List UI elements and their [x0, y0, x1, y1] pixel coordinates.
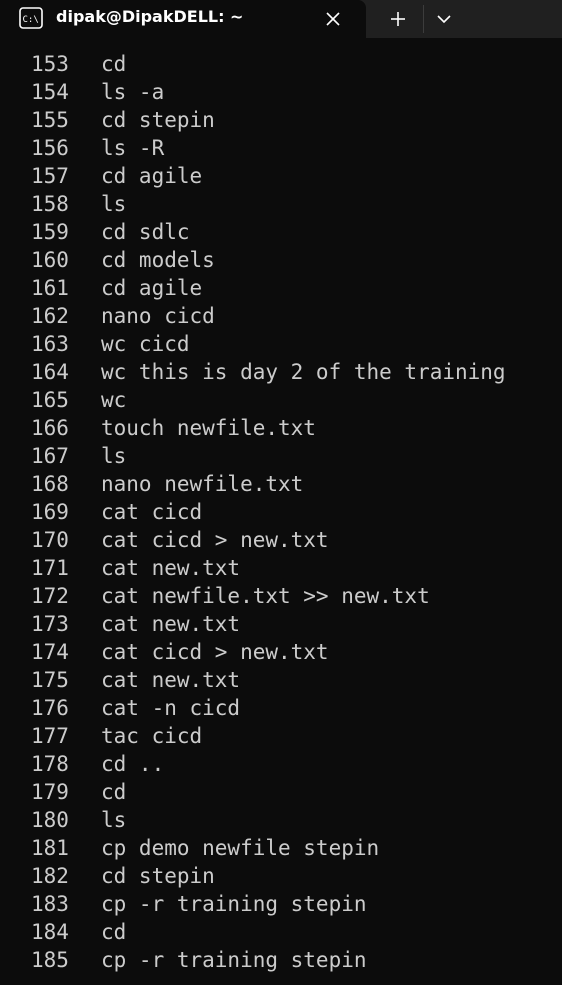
- history-number: 160: [31, 248, 69, 272]
- history-number: 159: [31, 220, 69, 244]
- history-command: cat -n cicd: [101, 696, 241, 720]
- close-icon[interactable]: [318, 4, 348, 34]
- history-command: ls -R: [101, 136, 165, 160]
- history-command: cat cicd > new.txt: [101, 528, 329, 552]
- history-command: cat cicd > new.txt: [101, 640, 329, 664]
- history-number: 153: [31, 52, 69, 76]
- svg-text:C:\: C:\: [23, 15, 39, 25]
- history-command: nano newfile.txt: [101, 472, 304, 496]
- history-number: 178: [31, 752, 69, 776]
- history-command: ls: [101, 808, 127, 832]
- history-number: 155: [31, 108, 69, 132]
- terminal-output[interactable]: 153 cd 154 ls -a 155 cd stepin 156 ls -R 157 cd a…: [0, 38, 562, 985]
- history-number: 168: [31, 472, 69, 496]
- history-command: tac cicd: [101, 724, 203, 748]
- history-number: 176: [31, 696, 69, 720]
- history-command: cd stepin: [101, 108, 215, 132]
- history-number: 174: [31, 640, 69, 664]
- history-number: 182: [31, 864, 69, 888]
- history-command: touch newfile.txt: [101, 416, 316, 440]
- history-command: ls: [101, 192, 127, 216]
- history-number: 166: [31, 416, 69, 440]
- history-number: 165: [31, 388, 69, 412]
- history-number: 181: [31, 836, 69, 860]
- history-command: cd: [101, 780, 127, 804]
- history-command: cd: [101, 52, 127, 76]
- history-command: cd: [101, 920, 127, 944]
- history-number: 180: [31, 808, 69, 832]
- history-number: 184: [31, 920, 69, 944]
- tab-divider: [423, 5, 424, 33]
- title-bar: C:\ dipak@DipakDELL: ~: [0, 0, 562, 38]
- history-number: 161: [31, 276, 69, 300]
- history-number: 170: [31, 528, 69, 552]
- history-number: 158: [31, 192, 69, 216]
- history-number: 172: [31, 584, 69, 608]
- history-number: 157: [31, 164, 69, 188]
- history-command: cat new.txt: [101, 556, 241, 580]
- tab-title: dipak@DipakDELL: ~: [56, 7, 244, 26]
- history-number: 179: [31, 780, 69, 804]
- history-number: 175: [31, 668, 69, 692]
- history-command: cat new.txt: [101, 612, 241, 636]
- history-command: cd sdlc: [101, 220, 190, 244]
- history-command: cd ..: [101, 752, 165, 776]
- history-number: 183: [31, 892, 69, 916]
- history-command: ls -a: [101, 80, 165, 104]
- history-number: 171: [31, 556, 69, 580]
- history-command: cd agile: [101, 164, 203, 188]
- history-command: cd stepin: [101, 864, 215, 888]
- history-command: wc cicd: [101, 332, 190, 356]
- history-command: wc this is day 2 of the training: [101, 360, 506, 384]
- history-number: 177: [31, 724, 69, 748]
- history-command: cp -r training stepin: [101, 892, 367, 916]
- history-command: cat newfile.txt >> new.txt: [101, 584, 430, 608]
- history-number: 163: [31, 332, 69, 356]
- history-command: ls: [101, 444, 127, 468]
- history-number: 156: [31, 136, 69, 160]
- history-number: 185: [31, 948, 69, 972]
- history-command: cp demo newfile stepin: [101, 836, 380, 860]
- plus-icon[interactable]: [383, 4, 413, 34]
- history-number: 169: [31, 500, 69, 524]
- history-command: cat cicd: [101, 500, 203, 524]
- history-command: cd models: [101, 248, 215, 272]
- history-number: 173: [31, 612, 69, 636]
- history-number: 164: [31, 360, 69, 384]
- history-command: cd agile: [101, 276, 203, 300]
- chevron-down-icon[interactable]: [429, 4, 459, 34]
- history-number: 154: [31, 80, 69, 104]
- history-command: nano cicd: [101, 304, 215, 328]
- terminal-tab[interactable]: C:\ dipak@DipakDELL: ~: [0, 0, 366, 38]
- history-command: cat new.txt: [101, 668, 241, 692]
- terminal-app-icon: C:\: [19, 7, 43, 29]
- history-number: 162: [31, 304, 69, 328]
- history-command: wc: [101, 388, 127, 412]
- history-command: cp -r training stepin: [101, 948, 367, 972]
- history-number: 167: [31, 444, 69, 468]
